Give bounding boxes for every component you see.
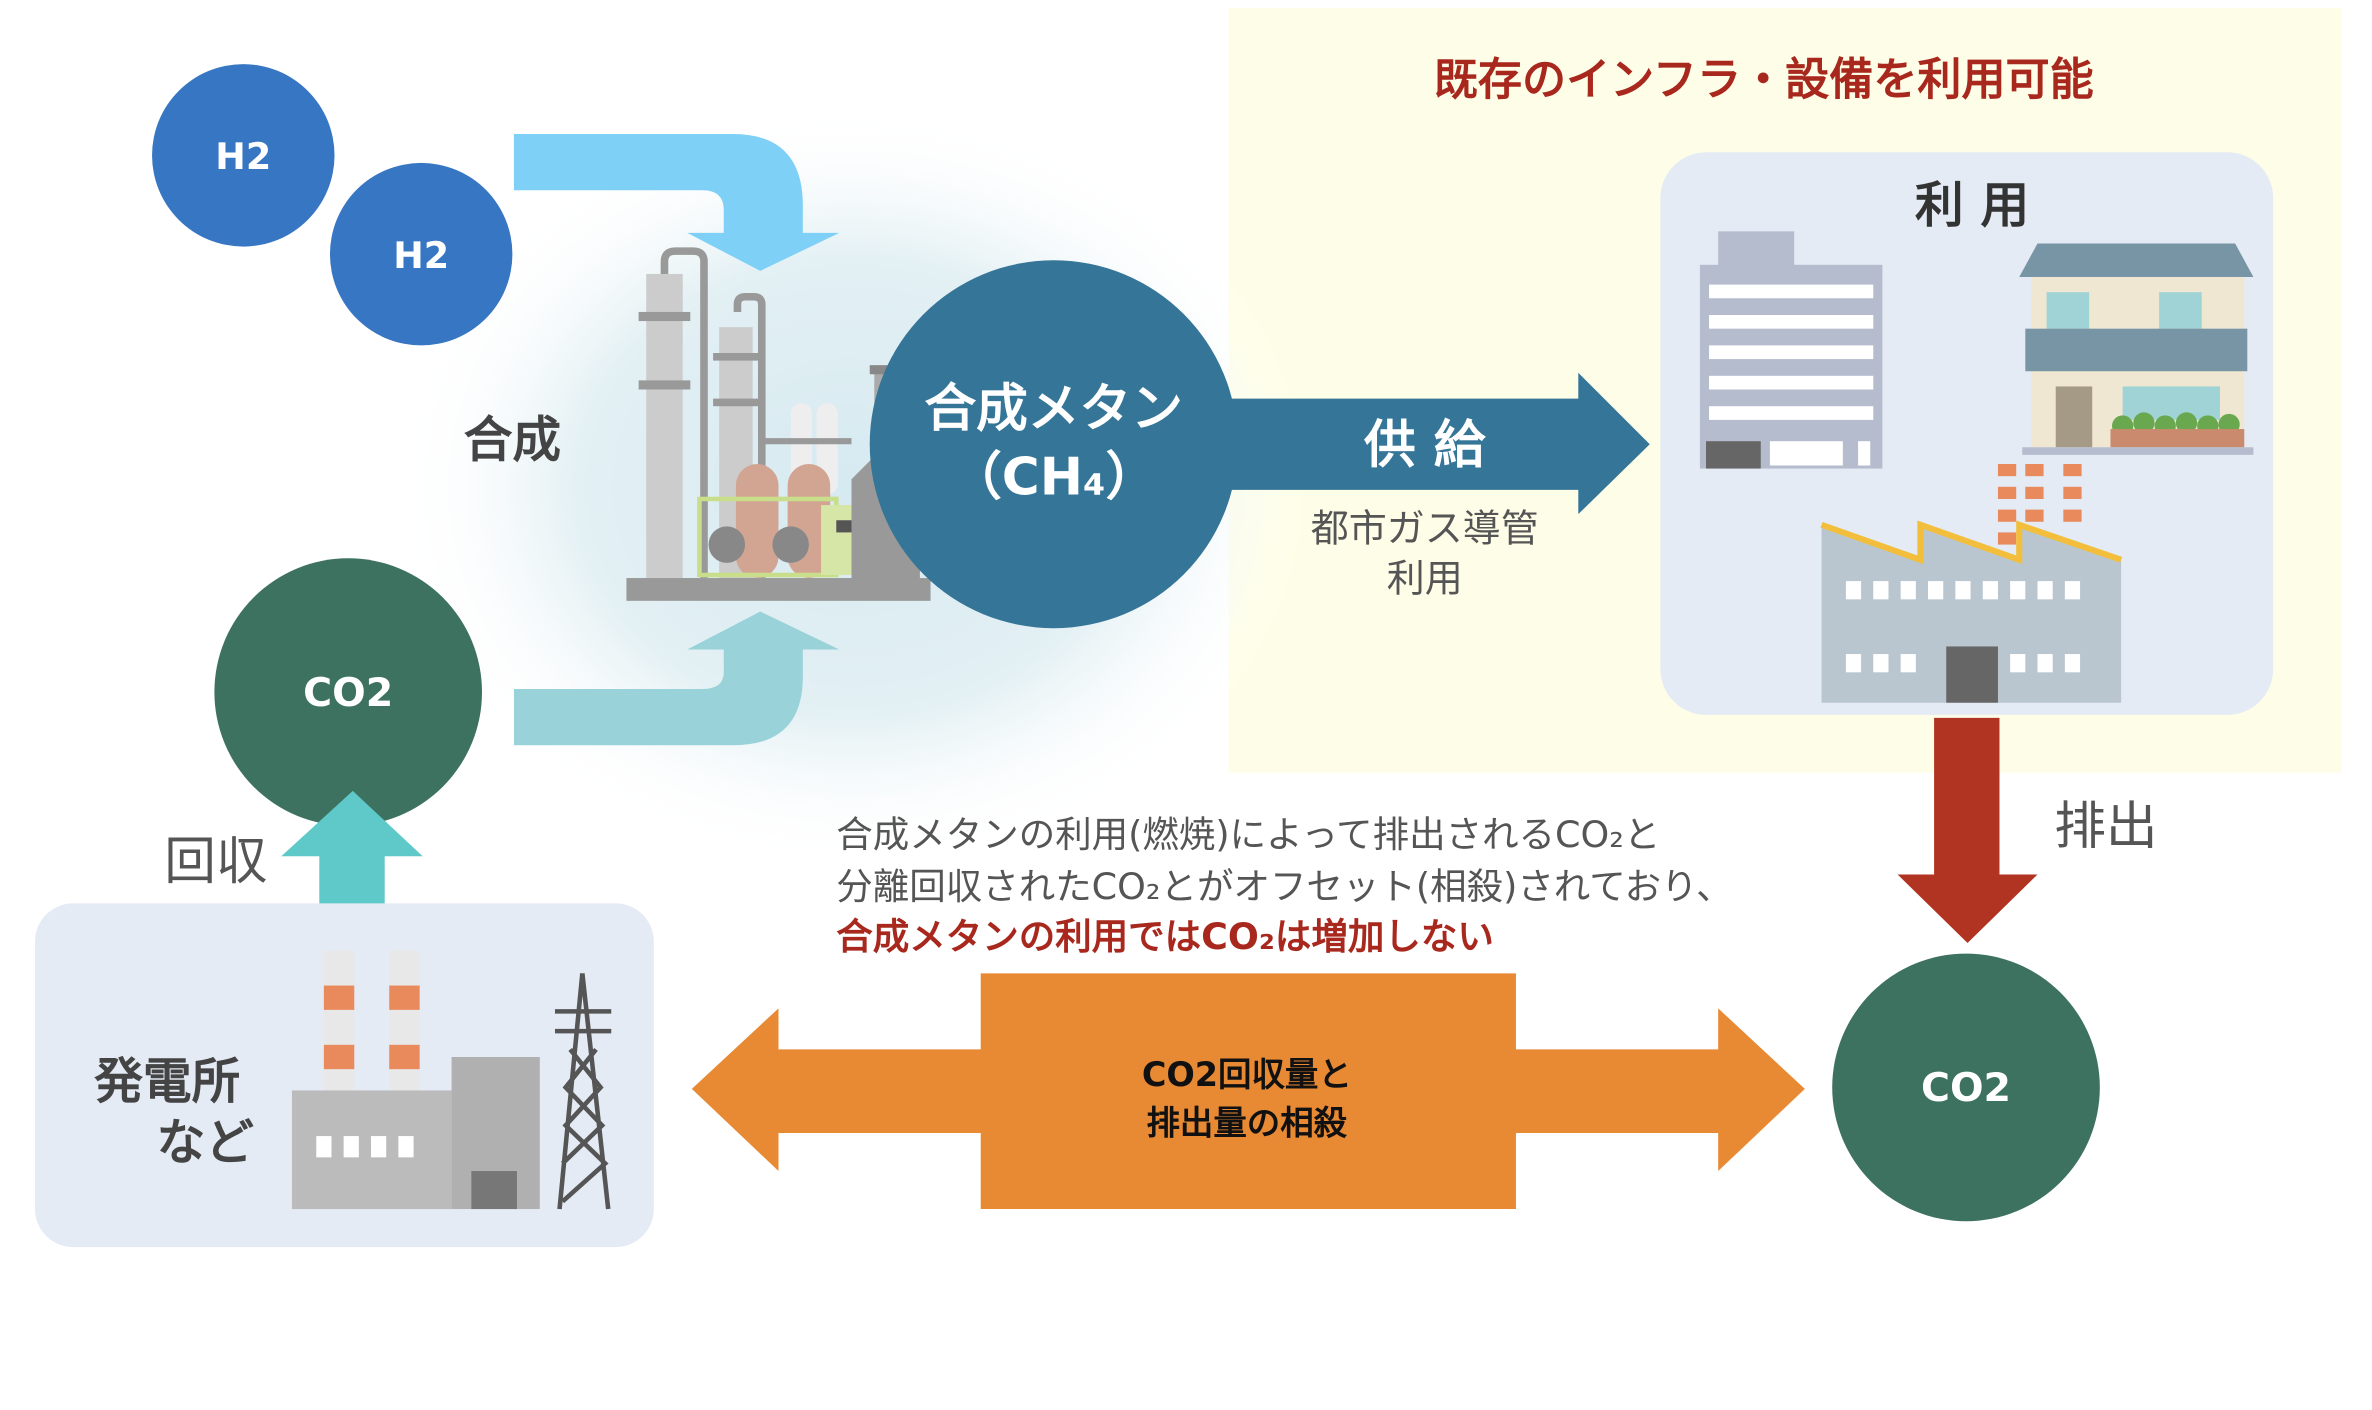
svg-text:（CH₄）: （CH₄） <box>950 447 1157 507</box>
emission-arrow <box>1897 717 2038 943</box>
power-plant-box: 発電所 など <box>34 903 654 1248</box>
infra-panel-title: 既存のインフラ・設備を利用可能 <box>1434 55 2094 106</box>
usage-box: 利 用 <box>1660 152 2274 715</box>
explanation-line1: 合成メタンの利用(燃焼)によって排出されるCO₂と <box>836 813 1660 856</box>
supply-label: 供 給 <box>1364 415 1487 475</box>
h2-input-arrow <box>513 134 840 271</box>
offset-double-arrow: CO2回収量と 排出量の相殺 <box>691 973 1805 1210</box>
explanation-highlight: 合成メタンの利用ではCO₂は増加しない <box>836 915 1494 958</box>
supply-note-line1: 都市ガス導管 <box>1311 507 1539 551</box>
emission-label: 排出 <box>2054 797 2157 857</box>
synthesis-label: 合成 <box>464 412 561 468</box>
house-icon <box>2019 243 2254 455</box>
recovery-label: 回収 <box>164 832 267 892</box>
svg-text:合成メタン: 合成メタン <box>924 379 1182 439</box>
offset-label-line1: CO2回収量と <box>1142 1055 1352 1094</box>
office-building-icon <box>1699 231 1883 469</box>
h2-molecule-a: H2 <box>152 64 335 247</box>
recovery-arrow <box>281 790 423 933</box>
svg-text:H2: H2 <box>393 234 449 277</box>
svg-text:CO2: CO2 <box>303 670 393 716</box>
h2-molecule-b: H2 <box>329 162 513 346</box>
transmission-tower-icon <box>554 973 612 1210</box>
svg-text:H2: H2 <box>215 135 271 178</box>
power-plant-label-line1: 発電所 <box>94 1054 240 1110</box>
usage-title: 利 用 <box>1915 178 2029 234</box>
power-plant-icon <box>291 950 540 1210</box>
supply-arrow: 供 給 <box>1201 372 1650 515</box>
captured-co2-node: CO2 <box>214 558 483 826</box>
synthetic-methane-node: 合成メタン （CH₄） <box>869 260 1238 629</box>
power-plant-label-line2: など <box>157 1115 255 1171</box>
svg-text:CO2: CO2 <box>1921 1065 2011 1111</box>
supply-note-line2: 利用 <box>1387 557 1463 601</box>
explanation-line2: 分離回収されたCO₂とがオフセット(相殺)されており、 <box>836 865 1732 908</box>
factory-icon <box>1820 463 2123 703</box>
emitted-co2-node: CO2 <box>1832 953 2100 1222</box>
offset-label-line2: 排出量の相殺 <box>1147 1104 1348 1143</box>
co2-input-arrow <box>513 611 840 746</box>
